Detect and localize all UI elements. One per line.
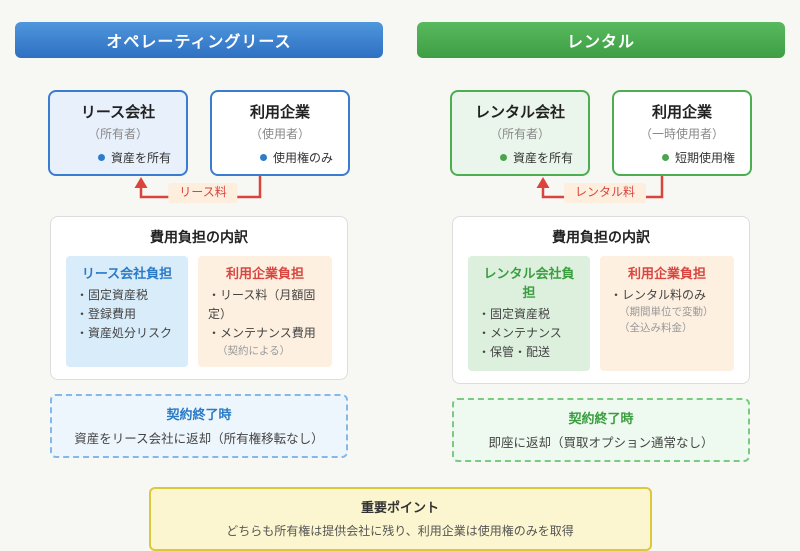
rental-banner: レンタル: [417, 22, 785, 58]
rental-column: レンタル レンタル会社 （所有者） 資産を所有 利用企業 （一時使用者） 短期使…: [417, 0, 785, 462]
rental-company-role: （所有者）: [489, 127, 550, 141]
list-item: （全込み料金）: [619, 321, 693, 334]
lease-company-title: リース会社: [80, 104, 156, 121]
operating-lease-column: オペレーティングリース リース会社 （所有者） 資産を所有 利用企業 （使用者）…: [15, 0, 383, 462]
rental-cost-breakdown-title: 費用負担の内訳: [552, 229, 650, 245]
list-item: ・メンテナンス費用: [208, 326, 316, 341]
rental-user-bullet-text: 短期使用権: [674, 151, 735, 165]
list-item: ・メンテナンス: [478, 326, 562, 341]
lease-contract-end-title: 契約終了時: [166, 407, 232, 423]
lease-cost-row: リース会社負担 ・固定資産税・登録費用・資産処分リスク 利用企業負担 ・リース料…: [51, 256, 347, 368]
rental-company-box: レンタル会社 （所有者） 資産を所有: [450, 90, 590, 176]
lease-provider-cost-box: リース会社負担 ・固定資産税・登録費用・資産処分リスク: [66, 256, 188, 368]
important-point-text: どちらも所有権は提供会社に残り、利用企業は使用権のみを取得: [226, 523, 574, 538]
list-item: ・リース料（月額固定）: [208, 288, 316, 322]
lease-contract-end-text: 資産をリース会社に返却（所有権移転なし）: [74, 432, 324, 447]
rental-user-cost-box: 利用企業負担 ・レンタル料のみ （期間単位で変動） （全込み料金）: [600, 256, 734, 371]
lease-cost-breakdown-card: 費用負担の内訳 リース会社負担 ・固定資産税・登録費用・資産処分リスク 利用企業…: [50, 216, 348, 381]
lease-user-cost-box: 利用企業負担 ・リース料（月額固定） ・メンテナンス費用 （契約による）: [198, 256, 332, 368]
lease-user-company-role: （使用者）: [249, 127, 310, 141]
lease-company-bullet-text: 資産を所有: [110, 151, 171, 165]
rental-company-title: レンタル会社: [474, 104, 565, 121]
lease-user-bullet-text: 使用権のみ: [272, 151, 333, 165]
lease-user-company-title: 利用企業: [249, 104, 310, 121]
lease-cost-breakdown-title: 費用負担の内訳: [150, 229, 248, 245]
lease-user-cost-title: 利用企業負担: [225, 266, 304, 281]
rental-user-company-title: 利用企業: [651, 104, 712, 121]
lease-contract-end-box: 契約終了時 資産をリース会社に返却（所有権移転なし）: [50, 394, 348, 459]
operating-lease-banner: オペレーティングリース: [15, 22, 383, 58]
lease-user-cost-notes: （契約による）: [208, 344, 322, 360]
lease-user-cost-list: ・リース料（月額固定） ・メンテナンス費用: [208, 286, 322, 344]
rental-user-cost-list: ・レンタル料のみ: [610, 286, 724, 305]
operating-lease-banner-label: オペレーティングリース: [106, 34, 292, 51]
rental-cost-breakdown-card: 費用負担の内訳 レンタル会社負担 ・固定資産税・メンテナンス・保管・配送 利用企…: [452, 216, 750, 384]
lease-fee-arrow-zone: リース料: [15, 176, 383, 214]
rental-user-cost-title: 利用企業負担: [627, 266, 706, 281]
rental-banner-label: レンタル: [566, 34, 635, 51]
lease-provider-cost-title: リース会社負担: [81, 266, 173, 281]
lease-entities-row: リース会社 （所有者） 資産を所有 利用企業 （使用者） 使用権のみ: [15, 90, 383, 176]
rental-contract-end-text: 即座に返却（買取オプション通常なし）: [488, 435, 714, 450]
bullet-dot-icon: [499, 154, 507, 161]
rental-provider-cost-title: レンタル会社負担: [483, 266, 575, 300]
lease-fee-label: リース料: [168, 183, 238, 203]
rental-user-company-role: （一時使用者）: [639, 127, 724, 141]
lease-company-bullet-row: 資産を所有: [56, 149, 180, 166]
important-point-title: 重要ポイント: [360, 499, 439, 515]
bullet-dot-icon: [259, 154, 267, 161]
list-item: ・保管・配送: [478, 345, 551, 360]
rental-entities-row: レンタル会社 （所有者） 資産を所有 利用企業 （一時使用者） 短期使用権: [417, 90, 785, 176]
important-point-box: 重要ポイント どちらも所有権は提供会社に残り、利用企業は使用権のみを取得: [148, 486, 652, 551]
rental-user-company-box: 利用企業 （一時使用者） 短期使用権: [612, 90, 752, 176]
list-item: （契約による）: [217, 344, 291, 357]
lease-company-role: （所有者）: [87, 127, 148, 141]
rental-user-bullet-row: 短期使用権: [620, 149, 744, 166]
list-item: （期間単位で変動）: [619, 306, 714, 319]
lease-user-company-box: 利用企業 （使用者） 使用権のみ: [210, 90, 350, 176]
lease-company-box: リース会社 （所有者） 資産を所有: [48, 90, 188, 176]
rental-company-bullet-row: 資産を所有: [458, 149, 582, 166]
list-item: ・レンタル料のみ: [610, 288, 707, 302]
bullet-dot-icon: [661, 154, 669, 161]
rental-user-cost-notes: （期間単位で変動） （全込み料金）: [610, 305, 724, 337]
rental-contract-end-box: 契約終了時 即座に返却（買取オプション通常なし）: [452, 397, 750, 462]
rental-provider-cost-box: レンタル会社負担 ・固定資産税・メンテナンス・保管・配送: [468, 256, 590, 371]
lease-provider-cost-list: ・固定資産税・登録費用・資産処分リスク: [76, 286, 178, 344]
list-item: ・固定資産税: [478, 307, 551, 321]
lease-user-bullet-row: 使用権のみ: [218, 149, 342, 166]
list-item: ・資産処分リスク: [76, 326, 173, 341]
rental-contract-end-title: 契約終了時: [568, 410, 634, 426]
rental-fee-label: レンタル料: [563, 183, 647, 203]
rental-fee-arrow-zone: レンタル料: [417, 176, 785, 214]
bullet-dot-icon: [97, 154, 105, 161]
comparison-diagram: オペレーティングリース リース会社 （所有者） 資産を所有 利用企業 （使用者）…: [15, 0, 785, 462]
rental-provider-cost-list: ・固定資産税・メンテナンス・保管・配送: [478, 305, 580, 363]
list-item: ・登録費用: [76, 307, 137, 322]
list-item: ・固定資産税: [76, 288, 149, 302]
rental-company-bullet-text: 資産を所有: [512, 151, 573, 165]
rental-cost-row: レンタル会社負担 ・固定資産税・メンテナンス・保管・配送 利用企業負担 ・レンタ…: [453, 256, 749, 371]
